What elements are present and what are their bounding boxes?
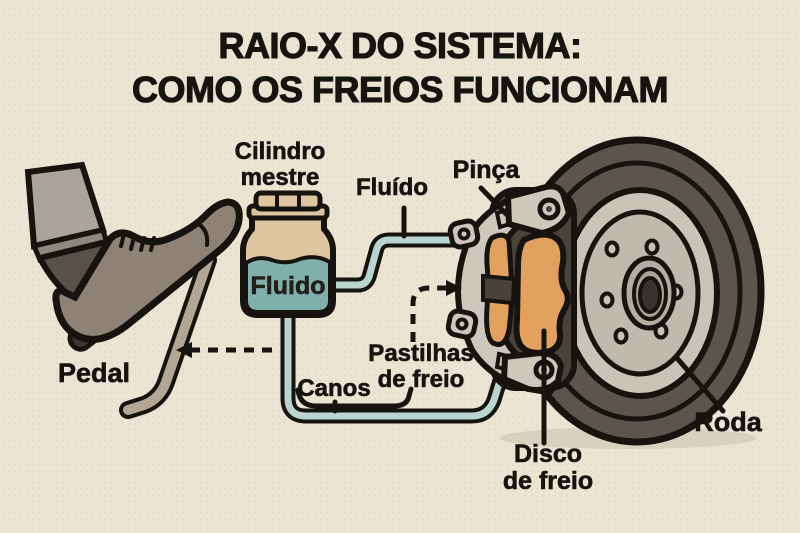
title-line1: RAIO-X DO SISTEMA:	[218, 24, 583, 66]
page-title: RAIO-X DO SISTEMA: COMO OS FREIOS FUNCIO…	[20, 24, 780, 112]
label-brake-pads: Pastilhas de freio	[368, 340, 474, 393]
bottom-pipe	[284, 306, 506, 420]
label-pipes: Canos	[297, 375, 371, 402]
cap	[253, 190, 323, 212]
cap-ridges	[275, 194, 301, 208]
label-fluid-line: Fluído	[356, 174, 429, 201]
label-brake-disc: Disco de freio	[502, 440, 594, 495]
label-pedal: Pedal	[57, 358, 131, 388]
label-master-cylinder-line1: Cilindro	[234, 138, 326, 165]
label-brake-disc-line2: de freio	[502, 467, 594, 495]
label-caliper: Pinça	[452, 156, 520, 184]
arrow-to-caliper-line	[410, 285, 446, 342]
label-master-cylinder: Cilindro mestre	[234, 138, 326, 191]
label-brake-pads-line2: de freio	[377, 365, 465, 393]
caliper-ear-top	[447, 218, 481, 250]
label-reservoir-fluid: Fluido	[250, 272, 326, 300]
hub-center	[638, 276, 662, 314]
toe-seam	[194, 220, 210, 247]
label-brake-pads-line1: Pastilhas	[368, 340, 474, 367]
pointer-wheel	[673, 354, 726, 414]
pedal-arm	[123, 255, 213, 415]
shoe-upper	[52, 198, 243, 343]
pad-clip-band	[481, 273, 517, 306]
label-wheel: Roda	[694, 407, 762, 437]
reservoir-fluid	[244, 255, 332, 314]
pedal-lever	[119, 251, 217, 419]
flow-arrows	[176, 280, 462, 358]
pointer-lines	[332, 185, 726, 446]
caliper-ear-bottom	[445, 308, 479, 340]
fluid-tube	[322, 236, 470, 289]
label-brake-disc-line1: Disco	[513, 440, 583, 468]
caliper-bolt-top-center	[546, 206, 552, 212]
brake-pad-front	[513, 231, 571, 356]
fluid-tube-outline	[318, 232, 474, 293]
brake-lines	[280, 232, 510, 424]
lace-stitches	[119, 232, 156, 252]
arrow-to-pedal-head	[176, 342, 192, 358]
secondary-pipe-line	[295, 386, 414, 409]
master-cylinder	[240, 190, 336, 318]
pointer-caliper	[478, 185, 512, 220]
title-line2: COMO OS FREIOS FUNCIONAM	[131, 68, 669, 110]
foot	[24, 161, 243, 352]
arrow-to-caliper-head	[446, 280, 462, 296]
label-master-cylinder-line2: mestre	[240, 163, 320, 191]
lug-holes	[599, 238, 684, 345]
caliper	[445, 183, 577, 396]
